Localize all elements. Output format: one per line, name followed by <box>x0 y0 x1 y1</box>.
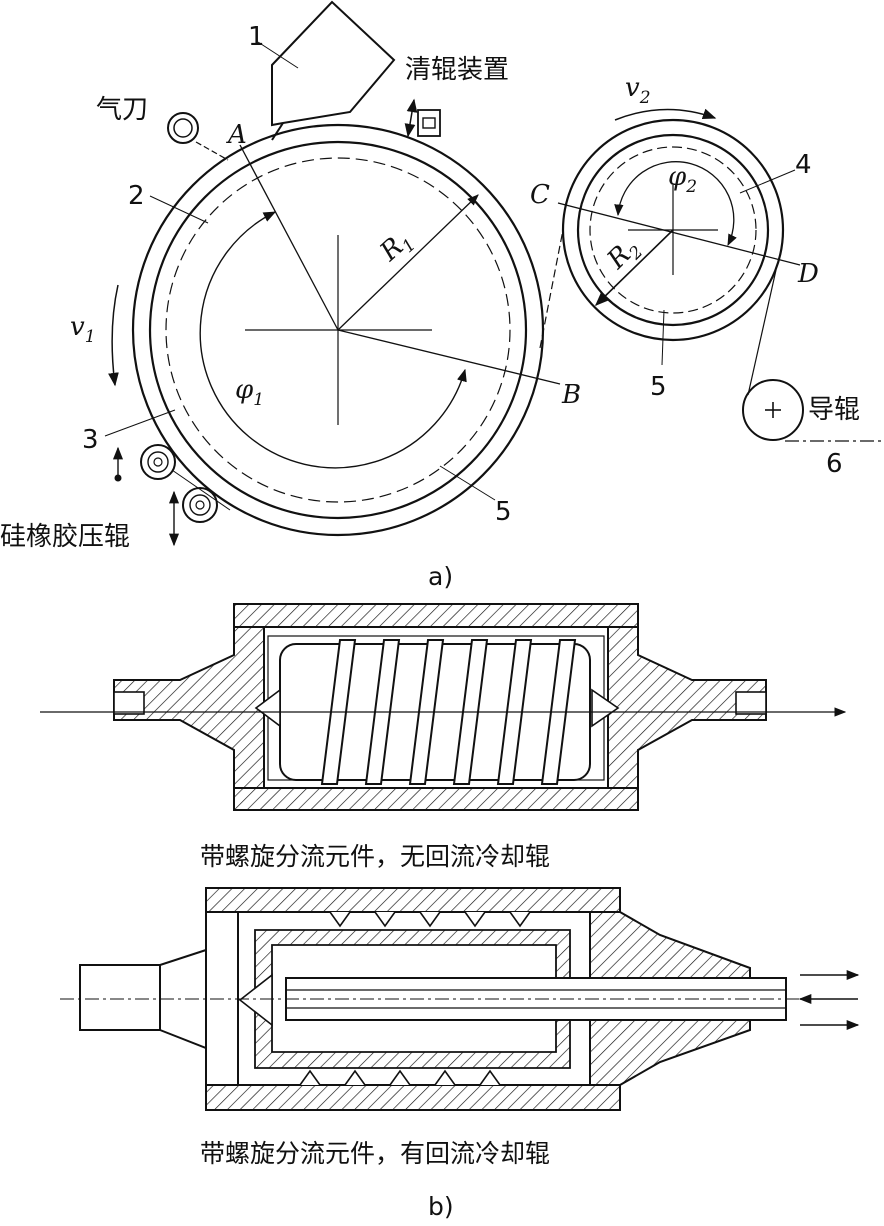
label-R1: R1 <box>374 225 420 271</box>
label-A: A <box>226 120 247 150</box>
caption-a: a) <box>428 562 453 591</box>
air-knife <box>167 112 229 161</box>
label-B: B <box>561 380 581 410</box>
guide-roll <box>742 379 884 442</box>
label-R2: R2 <box>601 232 647 278</box>
label-D: D <box>797 259 819 289</box>
leader-lines <box>104 41 796 501</box>
chill-roll-small <box>557 118 801 342</box>
label-v1: v1 <box>70 312 96 347</box>
label-4: 4 <box>795 150 812 180</box>
label-5-large: 5 <box>495 497 512 527</box>
label-1: 1 <box>248 22 265 52</box>
label-2: 2 <box>128 181 145 211</box>
label-3: 3 <box>82 425 99 455</box>
roll-cleaner <box>404 98 441 138</box>
label-v2: v2 <box>625 73 651 108</box>
label-C: C <box>530 180 550 210</box>
extrusion-die <box>271 0 396 141</box>
caption-no-return: 带螺旋分流元件，无回流冷却辊 <box>200 842 550 871</box>
label-5-small: 5 <box>650 372 667 402</box>
v1-arrow <box>108 284 119 387</box>
panel-a: 1 清辊装置 气刀 A 2 R1 v1 φ1 B 3 5 硅橡胶压辊 v2 C … <box>0 0 884 591</box>
label-silicone-roll: 硅橡胶压辊 <box>0 522 130 552</box>
label-phi1: φ1 <box>235 375 264 410</box>
label-air-knife: 气刀 <box>96 95 148 125</box>
film-path <box>539 229 777 396</box>
roll-with-return <box>60 887 860 1111</box>
label-guide-roll: 导辊 <box>808 395 860 425</box>
roll-no-return <box>40 603 847 811</box>
v2-arrow <box>614 108 717 121</box>
label-phi2: φ2 <box>668 162 697 197</box>
caption-b: b) <box>428 1192 454 1221</box>
caption-with-return: 带螺旋分流元件，有回流冷却辊 <box>200 1139 550 1168</box>
chill-roll-large <box>131 123 561 537</box>
silicone-press-rolls <box>112 444 231 547</box>
label-6: 6 <box>826 449 843 479</box>
label-roll-cleaner: 清辊装置 <box>405 55 509 85</box>
